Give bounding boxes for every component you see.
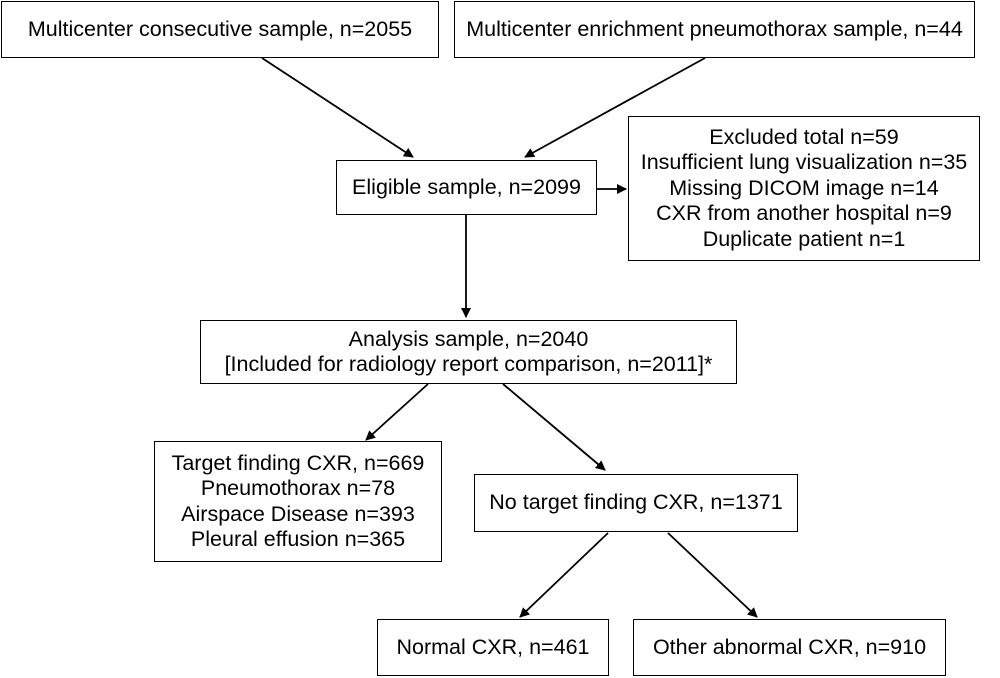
consecutive-sample-text: Multicenter consecutive sample, n=2055 bbox=[27, 16, 413, 41]
target-finding-item: Pleural effusion n=365 bbox=[190, 527, 406, 551]
other-abnormal-cxr-text: Other abnormal CXR, n=910 bbox=[652, 634, 927, 659]
enrichment-sample-text: Multicenter enrichment pneumothorax samp… bbox=[466, 16, 963, 41]
normal-cxr-box: Normal CXR, n=461 bbox=[377, 619, 609, 676]
arrow-consecutive-to-eligible bbox=[261, 57, 414, 158]
arrow-no-target-to-other bbox=[667, 532, 758, 618]
excluded-box: Excluded total n=59 Insufficient lung vi… bbox=[628, 116, 980, 261]
no-target-finding-box: No target finding CXR, n=1371 bbox=[474, 474, 798, 532]
arrow-analysis-to-target bbox=[365, 383, 429, 441]
excluded-reason-text: Duplicate patient n=1 bbox=[702, 226, 906, 251]
target-finding-text: Target finding CXR, n=669 bbox=[171, 450, 425, 475]
target-finding-item: Airspace Disease n=393 bbox=[181, 501, 415, 526]
excluded-reason-text: Missing DICOM image n=14 bbox=[669, 175, 939, 200]
analysis-subset-text: [Included for radiology report compariso… bbox=[224, 352, 713, 376]
arrow-analysis-to-no-target bbox=[502, 383, 606, 471]
analysis-sample-text: Analysis sample, n=2040 bbox=[348, 326, 589, 351]
arrow-no-target-to-normal bbox=[519, 532, 609, 618]
enrichment-sample-box: Multicenter enrichment pneumothorax samp… bbox=[454, 1, 975, 58]
analysis-sample-box: Analysis sample, n=2040 [Included for ra… bbox=[200, 320, 737, 384]
excluded-reason-text: CXR from another hospital n=9 bbox=[656, 201, 952, 226]
arrow-enrichment-to-eligible bbox=[524, 57, 706, 158]
excluded-total-text: Excluded total n=59 bbox=[709, 124, 899, 149]
eligible-sample-text: Eligible sample, n=2099 bbox=[352, 174, 581, 199]
eligible-sample-box: Eligible sample, n=2099 bbox=[336, 160, 597, 215]
other-abnormal-cxr-box: Other abnormal CXR, n=910 bbox=[633, 619, 946, 676]
no-target-finding-text: No target finding CXR, n=1371 bbox=[489, 490, 783, 515]
excluded-reason-text: Insufficient lung visualization n=35 bbox=[640, 150, 968, 175]
consecutive-sample-box: Multicenter consecutive sample, n=2055 bbox=[1, 1, 439, 58]
target-finding-item: Pneumothorax n=78 bbox=[200, 476, 396, 500]
normal-cxr-text: Normal CXR, n=461 bbox=[396, 634, 590, 659]
target-finding-box: Target finding CXR, n=669 Pneumothorax n… bbox=[154, 441, 442, 562]
